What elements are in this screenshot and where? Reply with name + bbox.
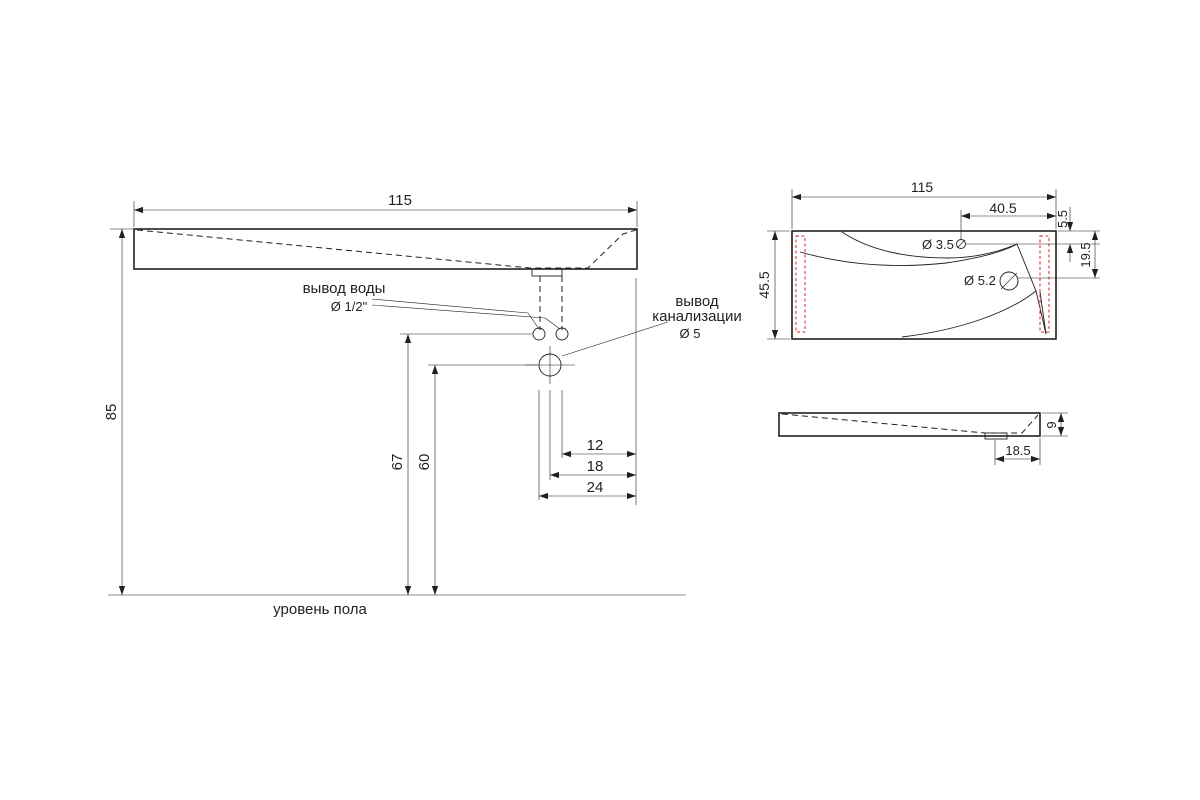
water-outlet-size: Ø 1/2" [331, 299, 368, 314]
basin-top-outline [791, 230, 1057, 340]
water-outlet-hole-left [532, 327, 546, 341]
top-depth-dim-label: 45.5 [756, 271, 772, 298]
tap-hole-label: Ø 3.5 [922, 237, 954, 252]
offset-dim-label-3: 24 [587, 479, 604, 496]
drain-hole [999, 271, 1019, 291]
side-drain-dim-label: 18.5 [1005, 443, 1030, 458]
drain-hole-cross [1000, 272, 1018, 290]
top-width-dim-label: 115 [911, 179, 934, 195]
leader-line [371, 304, 546, 319]
right-hidden-channel [1039, 235, 1050, 333]
leader-line [527, 312, 540, 330]
drain-hole-label: Ø 5.2 [964, 273, 996, 288]
side-drain-neck [984, 432, 1008, 440]
drain-neck [531, 268, 563, 277]
front-view: 115 85 уровень пола вывод воды Ø 1/2" вы… [103, 192, 742, 618]
tap-edge-dim-label: 5.5 [1055, 210, 1070, 228]
drain-height-dim-label: 60 [416, 454, 433, 471]
side-hidden-bowl [781, 413, 1039, 434]
tap-hole-cross [956, 239, 966, 249]
bowl-edge-right [1016, 243, 1047, 335]
water-outlet-hole-right [555, 327, 569, 341]
side-view: 9 18.5 [778, 412, 1068, 465]
tap-hole [956, 239, 966, 249]
bowl-edge-right-inner [1039, 291, 1047, 335]
basin-side-outline [778, 412, 1041, 437]
offset-dim-label-1: 12 [587, 437, 604, 454]
height-dim-label: 85 [103, 404, 120, 421]
bowl-curve-lower [901, 290, 1037, 338]
floor-label: уровень пола [273, 601, 367, 618]
water-outlet-label: вывод воды [303, 280, 386, 297]
drain-outlet-label: вывод [675, 293, 719, 310]
side-height-dim-label: 9 [1044, 421, 1059, 428]
offset-dim-label-2: 18 [587, 458, 604, 475]
leader-line [544, 317, 561, 330]
bowl-curve-top [841, 231, 1018, 259]
left-hidden-channel [795, 235, 806, 333]
drain-outlet-label-2: канализации [652, 308, 742, 325]
top-view: Ø 3.5 Ø 5.2 115 40.5 45.5 5.5 19.5 [756, 179, 1100, 340]
bowl-curve-upper [799, 243, 1018, 266]
basin-front-outline [133, 228, 638, 270]
water-height-dim-label: 67 [389, 454, 406, 471]
width-dim-label: 115 [388, 192, 412, 209]
drain-edge-dim-label: 19.5 [1078, 242, 1093, 267]
tap-offset-dim-label: 40.5 [989, 200, 1016, 216]
drain-outlet-size: Ø 5 [680, 326, 701, 341]
leader-line [371, 298, 529, 314]
basin-hidden-bowl [136, 229, 637, 269]
leader-line [561, 321, 669, 357]
